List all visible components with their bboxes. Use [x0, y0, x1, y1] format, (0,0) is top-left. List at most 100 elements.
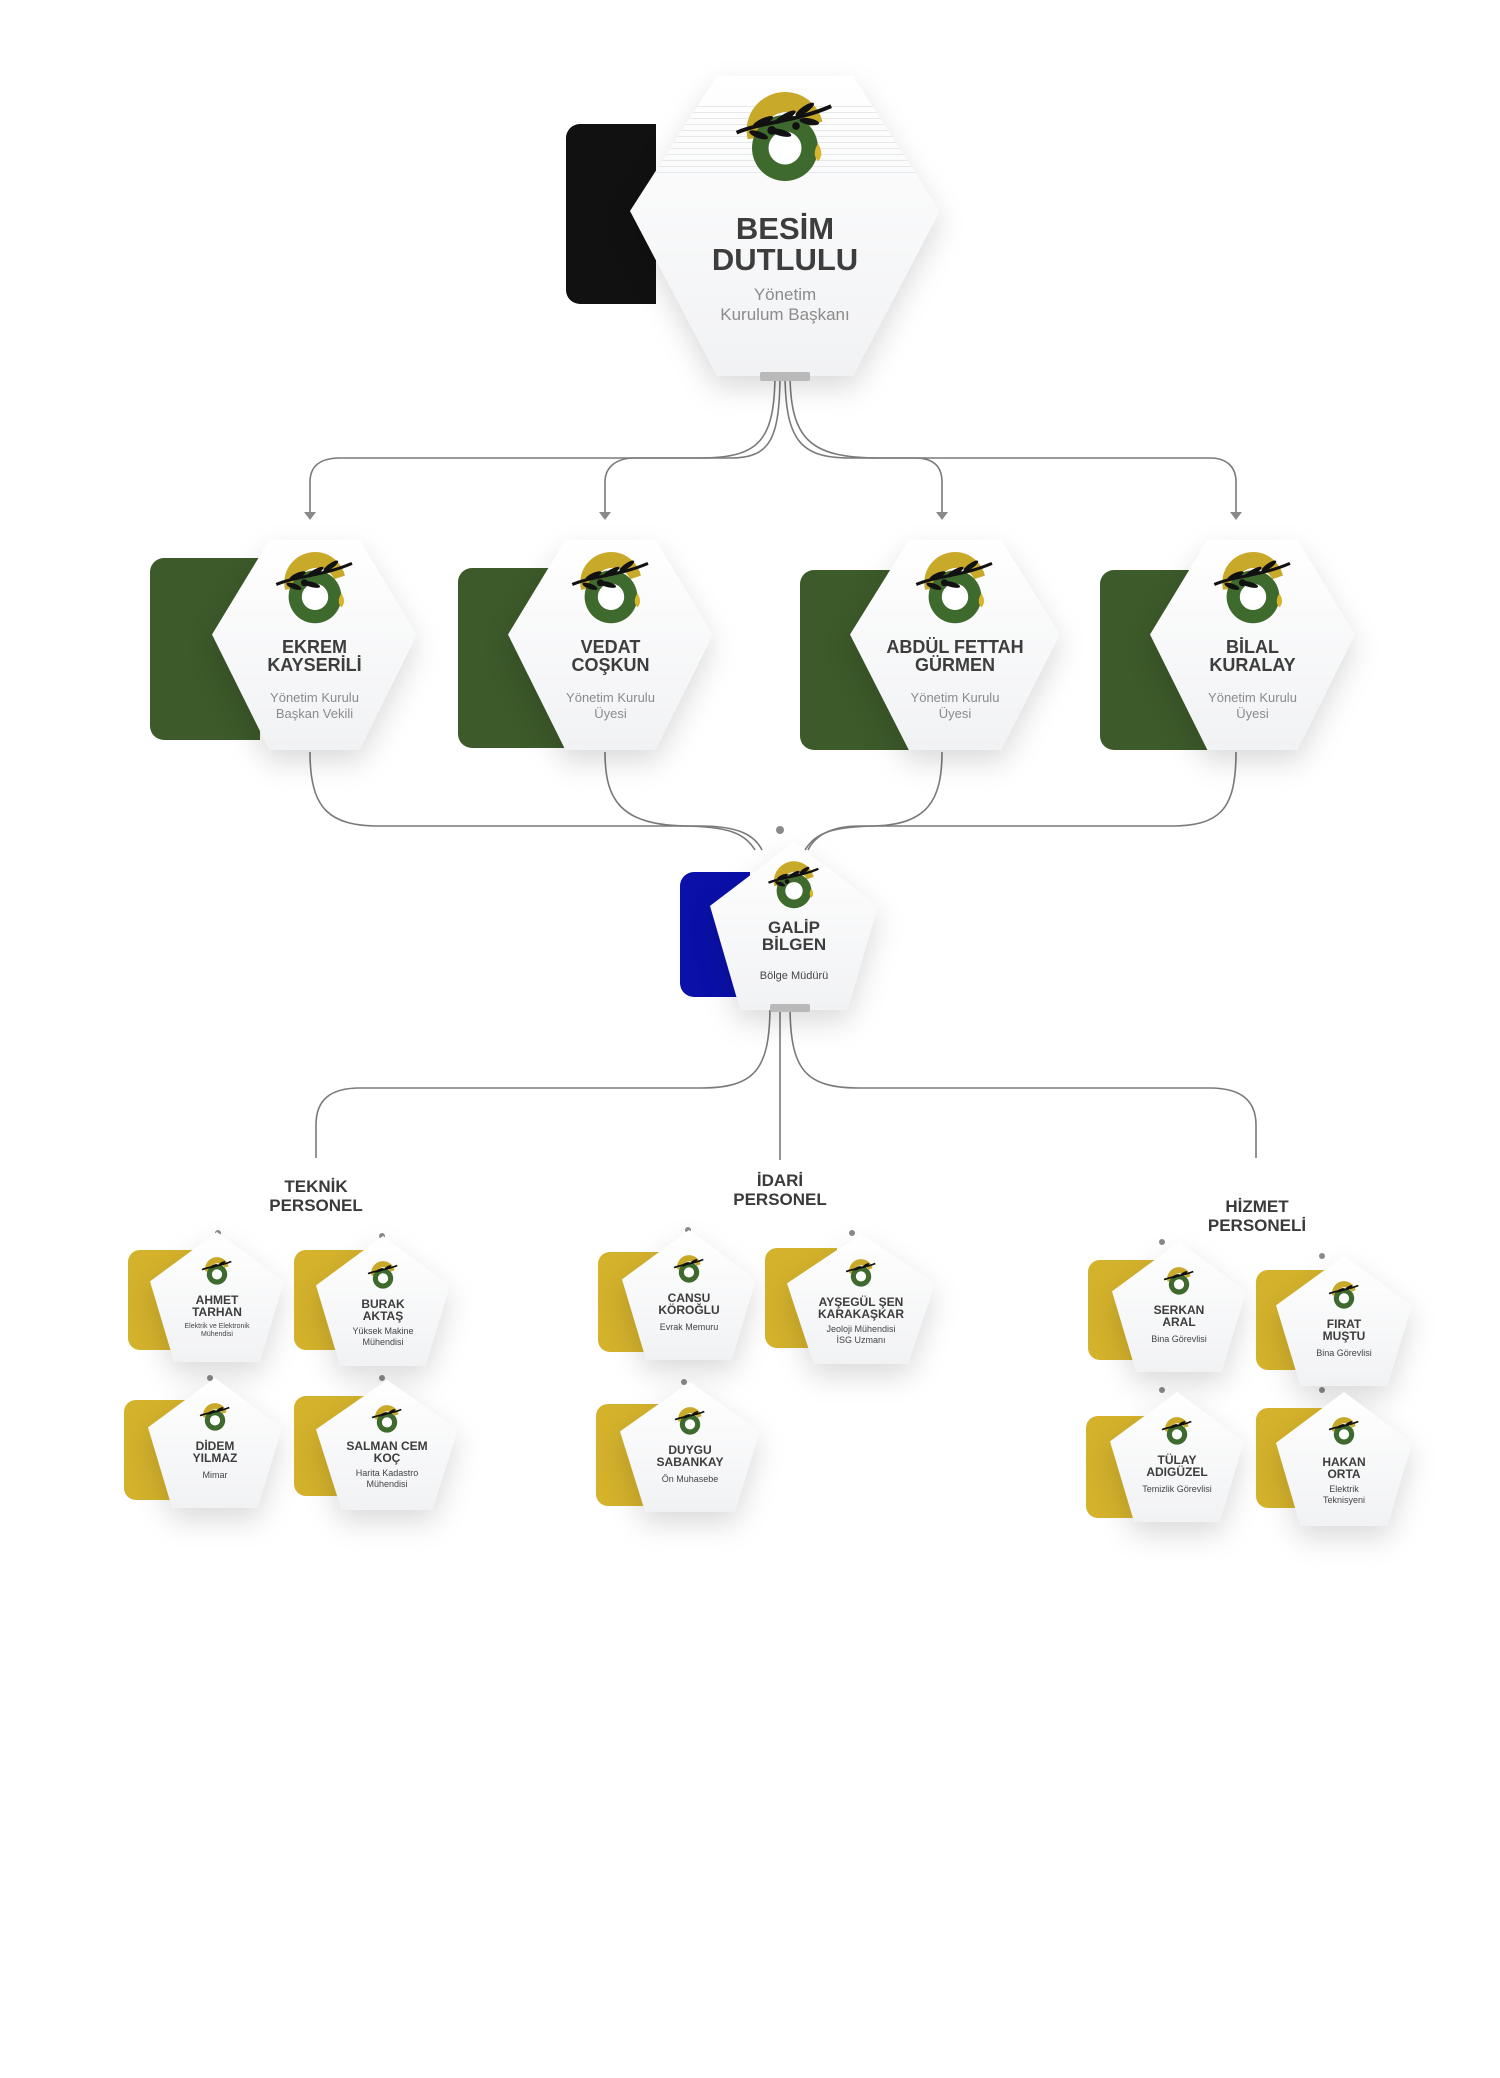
card-pentagon-frame: HAKAN ORTA Elektrik Teknisyeni — [1276, 1392, 1412, 1526]
arrowhead — [1230, 512, 1242, 520]
olive-branch-logo-icon — [367, 1261, 398, 1289]
olive-branch-logo-icon — [915, 551, 993, 624]
card-pentagon-frame: GALİP BİLGEN Bölge Müdürü — [710, 842, 878, 1010]
chairman-role: Yönetim Kurulum Başkanı — [720, 285, 850, 325]
arrowhead — [599, 512, 611, 520]
board-member-name: VEDAT COŞKUN — [571, 637, 650, 675]
card-staff[interactable]: SALMAN CEM KOÇ Harita Kadastro Mühendisi — [294, 1380, 464, 1515]
pin-dot — [849, 1230, 855, 1236]
olive-branch-logo-icon — [1328, 1281, 1359, 1309]
connector-vedat-galip — [604, 751, 763, 851]
card-board-abdul[interactable]: ABDÜL FETTAH GÜRMEN Yönetim Kurulu Üyesi — [800, 540, 1070, 755]
board-member-role: Yönetim Kurulu Üyesi — [566, 690, 655, 721]
group-title-hizmet: HİZMET PERSONELİ — [1207, 1197, 1307, 1235]
connector-chairman-abdul — [784, 371, 943, 512]
card-pentagon-frame: AHMET TARHAN Elektrik ve Elektronik Mühe… — [150, 1232, 284, 1362]
card-board-vedat[interactable]: VEDAT COŞKUN Yönetim Kurulu Üyesi — [458, 540, 728, 755]
staff-role: Evrak Memuru — [659, 1322, 719, 1332]
card-staff[interactable]: AYŞEGÜL ŞEN KARAKAŞKAR Jeoloji Mühendisi… — [765, 1234, 940, 1369]
board-member-role: Yönetim Kurulu Üyesi — [910, 690, 1000, 721]
card-hex-frame: EKREM KAYSERİLİ Yönetim Kurulu Başkan Ve… — [212, 540, 417, 750]
chairman-name: BESİM DUTLULU — [711, 211, 859, 277]
card-pentagon-frame: FIRAT MUŞTU Bina Görevlisi — [1276, 1256, 1412, 1386]
card-staff[interactable]: AHMET TARHAN Elektrik ve Elektronik Mühe… — [128, 1232, 288, 1367]
olive-branch-logo-icon — [1213, 551, 1291, 624]
staff-role: Harita Kadastro Mühendisi — [355, 1468, 419, 1489]
connector-abdul-galip — [807, 751, 943, 851]
olive-branch-logo-icon — [1328, 1417, 1359, 1445]
card-manager-galip[interactable]: GALİP BİLGEN Bölge Müdürü — [680, 842, 880, 1017]
pin-dot — [1319, 1387, 1325, 1393]
board-member-name: EKREM KAYSERİLİ — [267, 637, 362, 675]
olive-branch-logo-icon — [673, 1255, 704, 1283]
staff-name: CANSU KÖROĞLU — [658, 1291, 720, 1317]
olive-branch-logo-icon — [768, 861, 819, 909]
card-pentagon-frame: AYŞEGÜL ŞEN KARAKAŞKAR Jeoloji Mühendisi… — [787, 1234, 935, 1364]
olive-branch-logo-icon — [199, 1403, 230, 1431]
olive-branch-logo-icon — [1163, 1267, 1194, 1295]
card-hex-frame: BİLAL KURALAY Yönetim Kurulu Üyesi — [1150, 540, 1355, 750]
arrowhead — [304, 512, 316, 520]
staff-name: BURAK AKTAŞ — [361, 1297, 405, 1323]
staff-name: FIRAT MUŞTU — [1322, 1317, 1366, 1343]
card-hex-frame: VEDAT COŞKUN Yönetim Kurulu Üyesi — [508, 540, 713, 750]
staff-name: AHMET TARHAN — [192, 1293, 242, 1319]
olive-branch-logo-icon — [845, 1259, 876, 1287]
group-title-idari: İDARİ PERSONEL — [733, 1171, 827, 1209]
card-staff[interactable]: TÜLAY ADIGÜZEL Temizlik Görevlisi — [1086, 1392, 1246, 1527]
olive-branch-logo-icon — [674, 1407, 705, 1435]
card-pentagon-frame: BURAK AKTAŞ Yüksek Makine Mühendisi — [316, 1236, 450, 1366]
card-board-bilal[interactable]: BİLAL KURALAY Yönetim Kurulu Üyesi — [1100, 540, 1370, 755]
card-board-ekrem[interactable]: EKREM KAYSERİLİ Yönetim Kurulu Başkan Ve… — [150, 540, 420, 755]
staff-name: HAKAN ORTA — [1322, 1455, 1366, 1481]
group-title-teknik: TEKNİK PERSONEL — [269, 1177, 363, 1215]
card-hex-frame: BESİM DUTLULU Yönetim Kurulum Başkanı — [630, 76, 940, 376]
pin-dot — [379, 1375, 385, 1381]
staff-role: Elektrik ve Elektronik Mühendisi — [184, 1323, 250, 1339]
card-staff[interactable]: SERKAN ARAL Bina Görevlisi — [1088, 1242, 1248, 1377]
staff-role: Ön Muhasebe — [661, 1474, 719, 1484]
card-pentagon-frame: TÜLAY ADIGÜZEL Temizlik Görevlisi — [1110, 1392, 1244, 1522]
pin-dot — [1159, 1387, 1165, 1393]
staff-role: Elektrik Teknisyeni — [1322, 1484, 1366, 1505]
pin-dot — [776, 826, 784, 834]
card-staff[interactable]: BURAK AKTAŞ Yüksek Makine Mühendisi — [294, 1236, 454, 1371]
staff-name: SERKAN ARAL — [1153, 1303, 1205, 1329]
staff-role: Jeoloji Mühendisi İSG Uzmanı — [826, 1324, 896, 1345]
olive-branch-logo-icon — [371, 1405, 402, 1433]
connector-chairman-bilal — [789, 371, 1237, 512]
board-member-name: ABDÜL FETTAH GÜRMEN — [886, 637, 1024, 675]
card-staff[interactable]: FIRAT MUŞTU Bina Görevlisi — [1256, 1256, 1416, 1391]
board-member-name: BİLAL KURALAY — [1209, 637, 1296, 675]
pin-dot — [207, 1375, 213, 1381]
staff-name: SALMAN CEM KOÇ — [346, 1439, 428, 1465]
staff-role: Yüksek Makine Mühendisi — [352, 1326, 414, 1347]
arrowhead — [936, 512, 948, 520]
card-staff[interactable]: DİDEM YILMAZ Mimar — [124, 1378, 284, 1513]
staff-role: Bina Görevlisi — [1151, 1334, 1207, 1344]
card-pentagon-frame: SALMAN CEM KOÇ Harita Kadastro Mühendisi — [316, 1380, 458, 1510]
card-staff[interactable]: CANSU KÖROĞLU Evrak Memuru — [598, 1230, 758, 1365]
card-staff[interactable]: DUYGU SABANKAY Ön Muhasebe — [596, 1382, 766, 1517]
olive-branch-logo-icon — [571, 551, 649, 624]
board-member-role: Yönetim Kurulu Başkan Vekili — [270, 690, 359, 721]
olive-branch-logo-icon — [201, 1257, 232, 1285]
pin-dot — [1319, 1253, 1325, 1259]
card-chairman[interactable]: BESİM DUTLULU Yönetim Kurulum Başkanı — [566, 76, 976, 381]
connector-chairman-ekrem — [309, 371, 776, 512]
staff-name: AYŞEGÜL ŞEN KARAKAŞKAR — [818, 1295, 904, 1321]
staff-role: Temizlik Görevlisi — [1142, 1484, 1212, 1494]
card-pentagon-frame: DUYGU SABANKAY Ön Muhasebe — [620, 1382, 760, 1512]
connector-galip-teknik — [315, 1004, 771, 1158]
card-staff[interactable]: HAKAN ORTA Elektrik Teknisyeni — [1256, 1392, 1416, 1532]
pin-dot — [681, 1379, 687, 1385]
staff-name: DUYGU SABANKAY — [656, 1443, 724, 1469]
card-pentagon-frame: CANSU KÖROĞLU Evrak Memuru — [622, 1230, 756, 1360]
connector-ekrem-galip — [309, 751, 756, 851]
connector-chairman-vedat — [604, 371, 781, 512]
staff-role: Mimar — [202, 1470, 228, 1480]
olive-branch-logo-icon — [1161, 1417, 1192, 1445]
staff-role: Bina Görevlisi — [1316, 1348, 1372, 1358]
card-pentagon-frame: DİDEM YILMAZ Mimar — [148, 1378, 282, 1508]
